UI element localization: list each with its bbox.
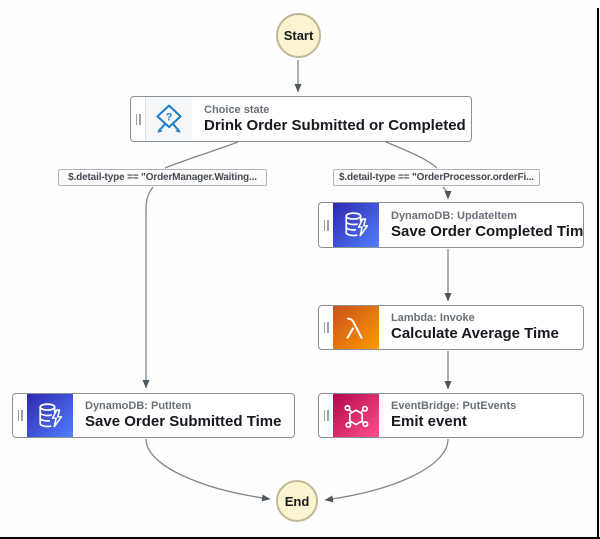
edge-choice-to-right-label [385,141,438,169]
node-name: Save Order Completed Time [391,222,584,240]
window-border-bottom [0,537,600,539]
node-save-order-submitted-time[interactable]: DynamoDB: PutItem Save Order Submitted T… [12,393,295,438]
node-service-label: DynamoDB: PutItem [85,400,192,412]
node-name: Calculate Average Time [391,325,559,342]
node-emit-event[interactable]: EventBridge: PutEvents Emit event [318,393,584,438]
node-type-label: Choice state [204,103,270,116]
window-border-right [597,8,599,539]
eventbridge-icon [333,394,379,437]
drag-handle[interactable] [13,394,27,437]
drag-handle[interactable] [319,306,333,349]
drag-handle[interactable] [131,97,145,141]
drag-handle[interactable] [319,203,333,247]
svg-text:?: ? [166,111,173,123]
lambda-icon [333,306,379,349]
drag-handle[interactable] [319,394,333,437]
choice-icon: ? [145,97,192,141]
start-label: Start [283,28,314,43]
node-service-label: EventBridge: PutEvents [391,400,517,412]
edge-right-label-to-updateitem [442,186,452,200]
node-name: Drink Order Submitted or Completed ? [204,116,472,134]
edge-left-label-to-putitem [142,186,154,389]
edge-choice-to-left-label [164,141,239,169]
edge-putitem-to-end [145,438,271,502]
node-name: Save Order Submitted Time [85,413,282,430]
choice-state-node[interactable]: ? Choice state Drink Order Submitted or … [130,96,472,142]
edge-eventbridge-to-end [324,438,449,503]
branch-condition-label-right: $.detail-type == "OrderProcessor.orderFi… [333,169,540,186]
node-calculate-average-time[interactable]: Lambda: Invoke Calculate Average Time [318,305,584,350]
end-label: End [284,493,310,509]
branch-condition-label-left: $.detail-type == "OrderManager.Waiting..… [58,169,267,186]
dynamodb-icon [27,394,73,437]
dynamodb-icon [333,203,379,247]
node-save-order-completed-time[interactable]: DynamoDB: UpdateItem Save Order Complete… [318,202,584,248]
node-service-label: DynamoDB: UpdateItem [391,209,517,222]
node-name: Emit event [391,413,467,430]
node-service-label: Lambda: Invoke [391,312,475,324]
end-node: End [276,480,318,522]
start-node: Start [276,13,321,58]
